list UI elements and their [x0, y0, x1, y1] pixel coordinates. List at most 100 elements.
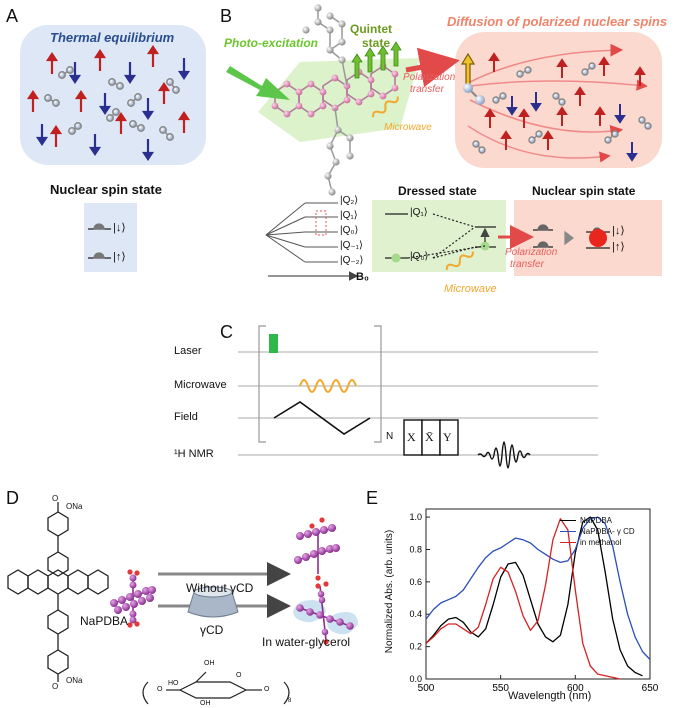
y-tick-label: 0.4 [409, 609, 422, 619]
napdba-purple [110, 569, 156, 628]
legend-label: in methanol [580, 538, 622, 547]
legend-swatch [560, 530, 576, 533]
repeat-bracket-right [374, 325, 382, 443]
microwave-pulse [299, 379, 357, 393]
series-line-2 [425, 518, 621, 680]
row-field: Field [174, 411, 198, 423]
product-with-gcd [293, 581, 358, 645]
chart-series [425, 516, 651, 680]
thermal-equilibrium-title: Thermal equilibrium [50, 30, 175, 45]
microwave-label-bottom: Microwave [444, 283, 497, 295]
series-line-1 [425, 516, 651, 661]
dressed-q1: |Q₁⟩ [410, 207, 428, 218]
chart-legend: NaPDBA NaPDBA- γ CD in methanol [560, 515, 635, 548]
subscript-8: 8 [288, 698, 292, 704]
y-tick-label: 0.8 [409, 544, 422, 554]
row-1h-nmr: ¹H NMR [174, 448, 214, 460]
polarization-transfer-top-2: transfer [410, 84, 444, 95]
x-tick-label: 500 [418, 683, 435, 694]
dressed-state-title: Dressed state [398, 184, 477, 198]
polarization-transfer-bottom-2: transfer [510, 259, 544, 270]
level-q0: |Q₀⟩ [340, 225, 359, 236]
spin-levels-b [533, 224, 610, 249]
fid-signal [477, 441, 531, 469]
nmr-pulse-boxes [403, 419, 459, 456]
panel-letter-d: D [6, 488, 19, 508]
state-down-a: |↓⟩ [113, 222, 126, 234]
o-bottom: O [52, 682, 59, 691]
state-up-b: |↑⟩ [612, 241, 625, 253]
x-tick-label: 600 [567, 683, 584, 694]
quintet-arrows [351, 41, 402, 79]
legend-label: NaPDBA [580, 516, 613, 525]
b0-label: B₀ [356, 271, 369, 283]
microwave-squiggle-bottom [445, 251, 474, 270]
level-qm1: |Q₋₁⟩ [340, 240, 363, 251]
chart-ticks: 500 550 600 650 0.0 0.2 0.4 0.6 0.8 1.0 [409, 512, 658, 694]
legend-swatch [560, 541, 576, 544]
o-top: O [52, 494, 59, 503]
repeat-n: N [386, 431, 394, 442]
diffusion-box [455, 32, 662, 168]
y-tick-label: 0.2 [409, 642, 422, 652]
diffusion-spins [460, 43, 652, 163]
nuclear-spin-box-a [84, 203, 137, 272]
pulse-y: Y [443, 430, 452, 444]
quintet-label-2: state [362, 36, 391, 50]
spin-levels-a [88, 223, 111, 259]
legend-item-0: NaPDBA [560, 515, 635, 526]
energy-levels [265, 202, 359, 281]
x-tick-label: 650 [642, 683, 659, 694]
x-tick-label: 550 [492, 683, 509, 694]
quintet-label-1: Quintet [350, 22, 392, 36]
green-glow [258, 58, 420, 142]
panel-letter-b: B [220, 6, 233, 26]
legend-item-2: in methanol [560, 537, 635, 548]
repeat-bracket-left [258, 325, 266, 443]
napdba-structure [7, 502, 109, 682]
nuclear-spin-box-b [514, 200, 662, 276]
o-left: O [157, 686, 163, 693]
panel-letter-e: E [366, 488, 379, 508]
o-right: O [264, 686, 270, 693]
microwave-squiggle-top [372, 96, 399, 118]
row-microwave: Microwave [174, 379, 227, 391]
ona-top: ONa [66, 502, 83, 511]
state-down-b: |↓⟩ [612, 225, 625, 237]
ona-bottom: ONa [66, 676, 83, 685]
legend-label: NaPDBA- γ CD [580, 527, 635, 536]
gamma-cd-structure [142, 671, 290, 705]
napdba-label: NaPDBA [80, 614, 129, 628]
panel-c [238, 325, 598, 469]
dressed-q0: |Q₀⟩ [410, 251, 429, 262]
product-without [294, 517, 340, 581]
panel-d [7, 502, 358, 705]
y-tick-label: 0.6 [409, 577, 422, 587]
oh-3: OH [200, 700, 211, 707]
panel-letter-c: C [220, 322, 233, 342]
polarization-transfer-arrow-top [405, 47, 460, 88]
oh-2: HO [168, 680, 179, 687]
gcd-label: γCD [200, 623, 224, 637]
pulse-x-bar: X̄ [425, 430, 434, 444]
diffusion-title: Diffusion of polarized nuclear spins [447, 14, 668, 29]
chart-xlabel: Wavelength (nm) [508, 690, 592, 702]
level-q1: |Q₁⟩ [340, 210, 358, 221]
photo-excitation-arrow [226, 66, 290, 100]
y-tick-label: 1.0 [409, 512, 422, 522]
dressed-state-box [372, 200, 506, 272]
polarization-transfer-top-1: Polarization [403, 72, 456, 83]
row-laser: Laser [174, 345, 202, 357]
polarization-transfer-bottom-1: Polarization [505, 247, 558, 258]
dressed-state-levels [385, 213, 496, 263]
without-gcd-label: Without γCD [186, 581, 254, 595]
nuclear-spin-state-b-title: Nuclear spin state [532, 184, 636, 198]
nuclear-spin-state-a-title: Nuclear spin state [50, 182, 162, 197]
field-sweep [273, 401, 371, 435]
panel-b [226, 4, 662, 281]
y-tick-label: 0.0 [409, 674, 422, 684]
state-up-a: |↑⟩ [113, 251, 126, 263]
pulse-x: X [407, 430, 416, 444]
laser-pulse [269, 334, 278, 353]
spin-arrows-a [26, 45, 191, 161]
